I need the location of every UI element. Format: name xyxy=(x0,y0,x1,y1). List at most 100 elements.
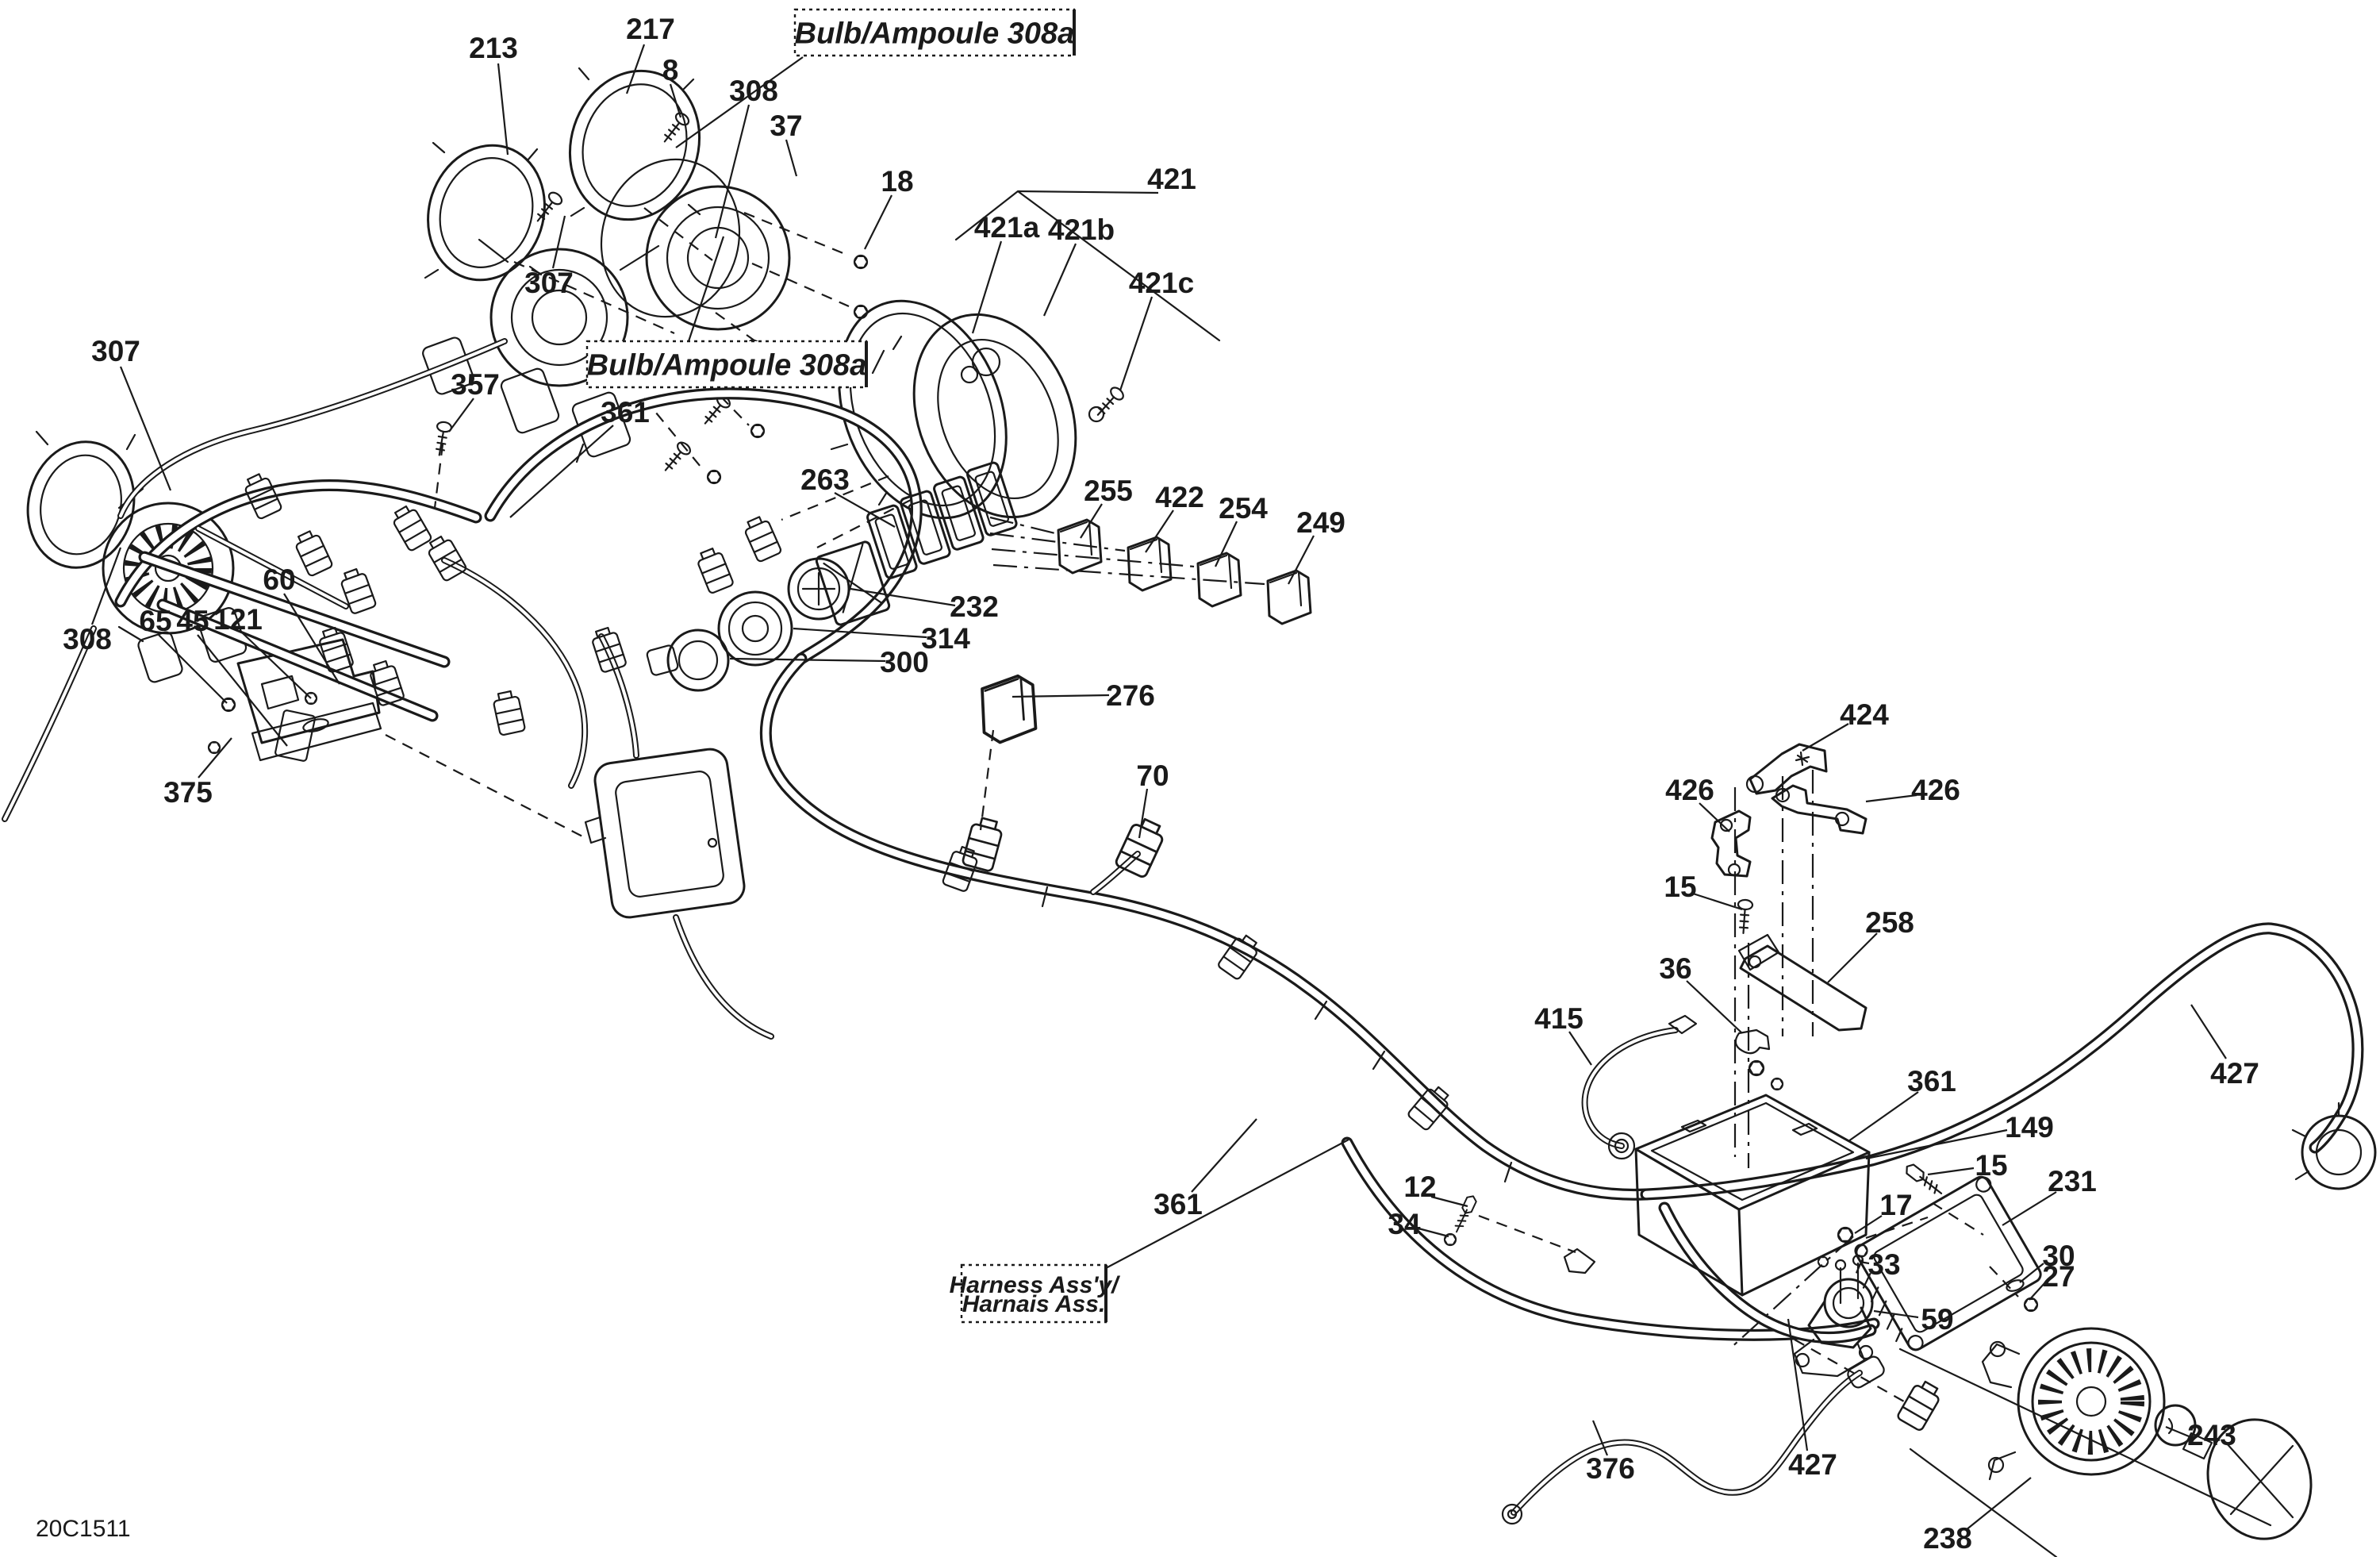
leader-line xyxy=(1288,535,1315,585)
harness-core xyxy=(600,635,638,757)
harness-core xyxy=(443,559,587,787)
bulb-callout-top xyxy=(793,8,1076,57)
leader-line xyxy=(793,627,927,639)
part-number-label: 45 xyxy=(176,605,209,637)
part-number-label: 263 xyxy=(800,463,850,496)
part-number-label: 15 xyxy=(1975,1149,2007,1182)
part-number-label: 33 xyxy=(1868,1248,1900,1281)
part-number-label: 307 xyxy=(524,267,574,299)
leader-line xyxy=(2165,1425,2194,1440)
harness-callout xyxy=(960,1263,1107,1324)
leader-line xyxy=(625,44,646,94)
part-number-label: 361 xyxy=(1154,1188,1203,1221)
part-number-label: 276 xyxy=(1106,679,1155,712)
harness-core xyxy=(197,527,347,608)
leader-line xyxy=(834,492,896,528)
part-number-label: 361 xyxy=(1907,1065,1956,1098)
leader-line xyxy=(2002,1191,2057,1226)
leader-line xyxy=(509,425,614,518)
battery-group xyxy=(1443,743,2042,1378)
leader-line xyxy=(497,63,509,156)
leader-line xyxy=(1012,694,1110,698)
leader-line xyxy=(1865,1128,2008,1160)
part-number-label: 70 xyxy=(1136,759,1169,792)
part-number-label: 314 xyxy=(921,622,970,655)
accessory-switch xyxy=(961,674,1038,873)
leader-line xyxy=(675,56,804,148)
leader-line xyxy=(864,194,892,250)
callout-box-text: Bulb/Ampoule 308a xyxy=(795,17,1075,51)
leader-line xyxy=(1191,1118,1257,1193)
part-number-label: 12 xyxy=(1403,1171,1436,1203)
switch-bank xyxy=(646,461,1312,692)
part-number-label: 238 xyxy=(1923,1522,1972,1555)
part-number-label: 217 xyxy=(626,13,675,45)
harness-core xyxy=(1660,1204,1875,1341)
part-number-label: 243 xyxy=(2187,1419,2236,1451)
leader-line xyxy=(1692,892,1743,911)
part-number-label: 255 xyxy=(1084,475,1133,507)
part-number-label: 376 xyxy=(1586,1452,1635,1485)
leader-line xyxy=(551,215,566,269)
leader-line xyxy=(1686,980,1743,1034)
part-number-label: 59 xyxy=(1921,1303,1953,1336)
harness-core xyxy=(1642,925,2362,1198)
leader-line xyxy=(2190,1004,2227,1059)
part-number-label: 357 xyxy=(451,368,500,401)
relay-module xyxy=(584,748,746,919)
leader-line xyxy=(1699,802,1730,832)
leader-line xyxy=(1965,1477,2032,1531)
harness-core xyxy=(486,390,920,663)
part-number-label: 37 xyxy=(770,110,802,142)
part-number-label: 426 xyxy=(1665,774,1714,806)
part-number-label: 232 xyxy=(950,590,999,623)
leader-line xyxy=(448,398,474,432)
leader-line xyxy=(971,240,1003,334)
leader-line xyxy=(1827,932,1878,983)
part-number-label: 421 xyxy=(1147,163,1196,195)
part-number-label: 17 xyxy=(1879,1189,1912,1221)
harness-core xyxy=(762,655,1650,1198)
part-number-label: 60 xyxy=(263,563,295,596)
part-number-label: 421c xyxy=(1129,267,1194,299)
leader-line xyxy=(1859,1260,1870,1265)
leader-line xyxy=(1848,1091,1919,1142)
harness-core xyxy=(159,601,436,720)
part-number-label: 27 xyxy=(2042,1260,2075,1293)
leader-line xyxy=(729,657,886,663)
tail-lamp-group xyxy=(1501,1101,2377,1557)
leader-line xyxy=(1873,1309,1919,1319)
leader-line xyxy=(1591,1420,1609,1456)
part-number-label: 422 xyxy=(1155,481,1204,513)
leader-line xyxy=(1105,1139,1349,1269)
leader-line xyxy=(1215,521,1238,567)
leader-line xyxy=(158,634,228,704)
harness-connectors xyxy=(240,420,1454,1132)
leader-lines xyxy=(90,44,2227,1531)
leader-line xyxy=(1927,1167,1975,1176)
leader-line xyxy=(669,83,682,118)
part-number-label: 8 xyxy=(662,54,679,86)
part-number-label: 424 xyxy=(1840,698,1889,731)
leader-line xyxy=(714,104,750,239)
leader-line xyxy=(2029,1282,2046,1301)
bulb-callout-mid xyxy=(585,340,868,389)
part-number-label: 308 xyxy=(63,623,112,655)
part-number-label: 18 xyxy=(881,165,913,198)
part-number-label: 421b xyxy=(1048,213,1115,246)
callout-box-text: Harnais Ass. xyxy=(962,1291,1106,1317)
part-number-label: 231 xyxy=(2048,1165,2097,1198)
leader-line xyxy=(242,632,312,699)
part-number-label: 30 xyxy=(2042,1240,2075,1272)
part-number-label: 254 xyxy=(1219,492,1268,525)
leader-line xyxy=(850,587,956,607)
callout-box-text: Harness Ass'y/ xyxy=(950,1272,1120,1298)
leader-line xyxy=(1418,1227,1449,1238)
part-number-label: 427 xyxy=(1788,1448,1837,1481)
part-number-label: 426 xyxy=(1911,774,1960,806)
